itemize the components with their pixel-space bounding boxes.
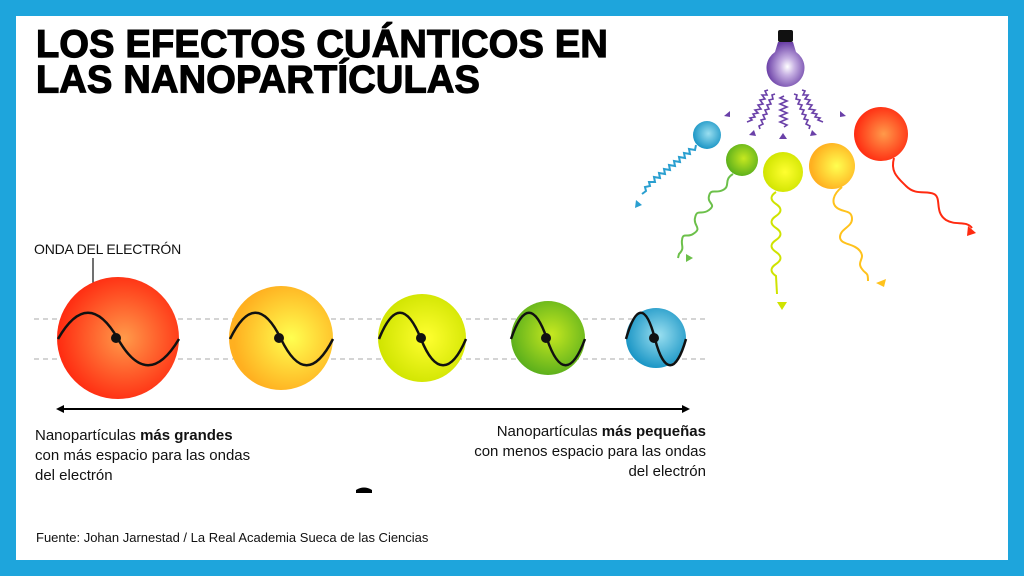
particle-orange xyxy=(228,286,335,390)
electron-dot xyxy=(111,333,121,343)
page-title: LOS EFECTOS CUÁNTICOS EN LAS NANOPARTÍCU… xyxy=(35,23,609,102)
light-bulb-icon xyxy=(766,42,805,87)
emitter-yellow xyxy=(763,152,803,192)
caption-smaller-particles: Nanopartículas más pequeñas con menos es… xyxy=(474,422,706,482)
emitter-red xyxy=(854,107,908,161)
stray-mark xyxy=(356,487,372,493)
electron-dot xyxy=(541,333,551,343)
bulb-cap xyxy=(778,30,793,42)
caption-right-bold: más pequeñas xyxy=(601,423,706,440)
blue-emission-wave xyxy=(641,144,697,195)
caption-larger-particles: Nanopartículas más grandes con más espac… xyxy=(35,426,250,486)
particle-red xyxy=(56,277,181,399)
source-credit: Fuente: Johan Jarnestad / La Real Academ… xyxy=(36,530,429,545)
particle-yellow xyxy=(377,294,468,382)
caption-left-bold: más grandes xyxy=(140,427,233,444)
caption-right-line2: con menos espacio para las ondas xyxy=(474,443,706,460)
title-line-1: LOS EFECTOS CUÁNTICOS EN xyxy=(35,23,609,67)
green-emission-wave xyxy=(677,173,734,259)
electron-dot xyxy=(274,333,284,343)
caption-left-line2: con más espacio para las ondas xyxy=(35,447,251,464)
electron-wave-label: ONDA DEL ELECTRÓN xyxy=(34,241,182,257)
purple-light-rays xyxy=(746,89,824,130)
infographic-canvas: LOS EFECTOS CUÁNTICOS EN LAS NANOPARTÍCU… xyxy=(16,16,1008,560)
emitter-orange xyxy=(809,143,855,189)
yellow-emission-wave xyxy=(770,191,782,295)
electron-dot xyxy=(649,333,659,343)
emitter-blue xyxy=(693,121,721,149)
orange-emission-wave xyxy=(832,186,869,282)
caption-right-line3: del electrón xyxy=(628,463,706,480)
diagram-art xyxy=(34,30,976,493)
lamp-illustration xyxy=(635,30,976,310)
caption-right-prefix: Nanopartículas xyxy=(496,423,602,440)
particle-green xyxy=(509,301,587,375)
particle-blue xyxy=(624,308,688,368)
red-emission-wave xyxy=(892,157,973,229)
emitter-green xyxy=(726,144,758,176)
caption-left-line3: del electrón xyxy=(35,467,113,484)
title-line-2: LAS NANOPARTÍCULAS xyxy=(35,58,481,102)
caption-left-prefix: Nanopartículas xyxy=(35,427,141,444)
electron-dot xyxy=(416,333,426,343)
